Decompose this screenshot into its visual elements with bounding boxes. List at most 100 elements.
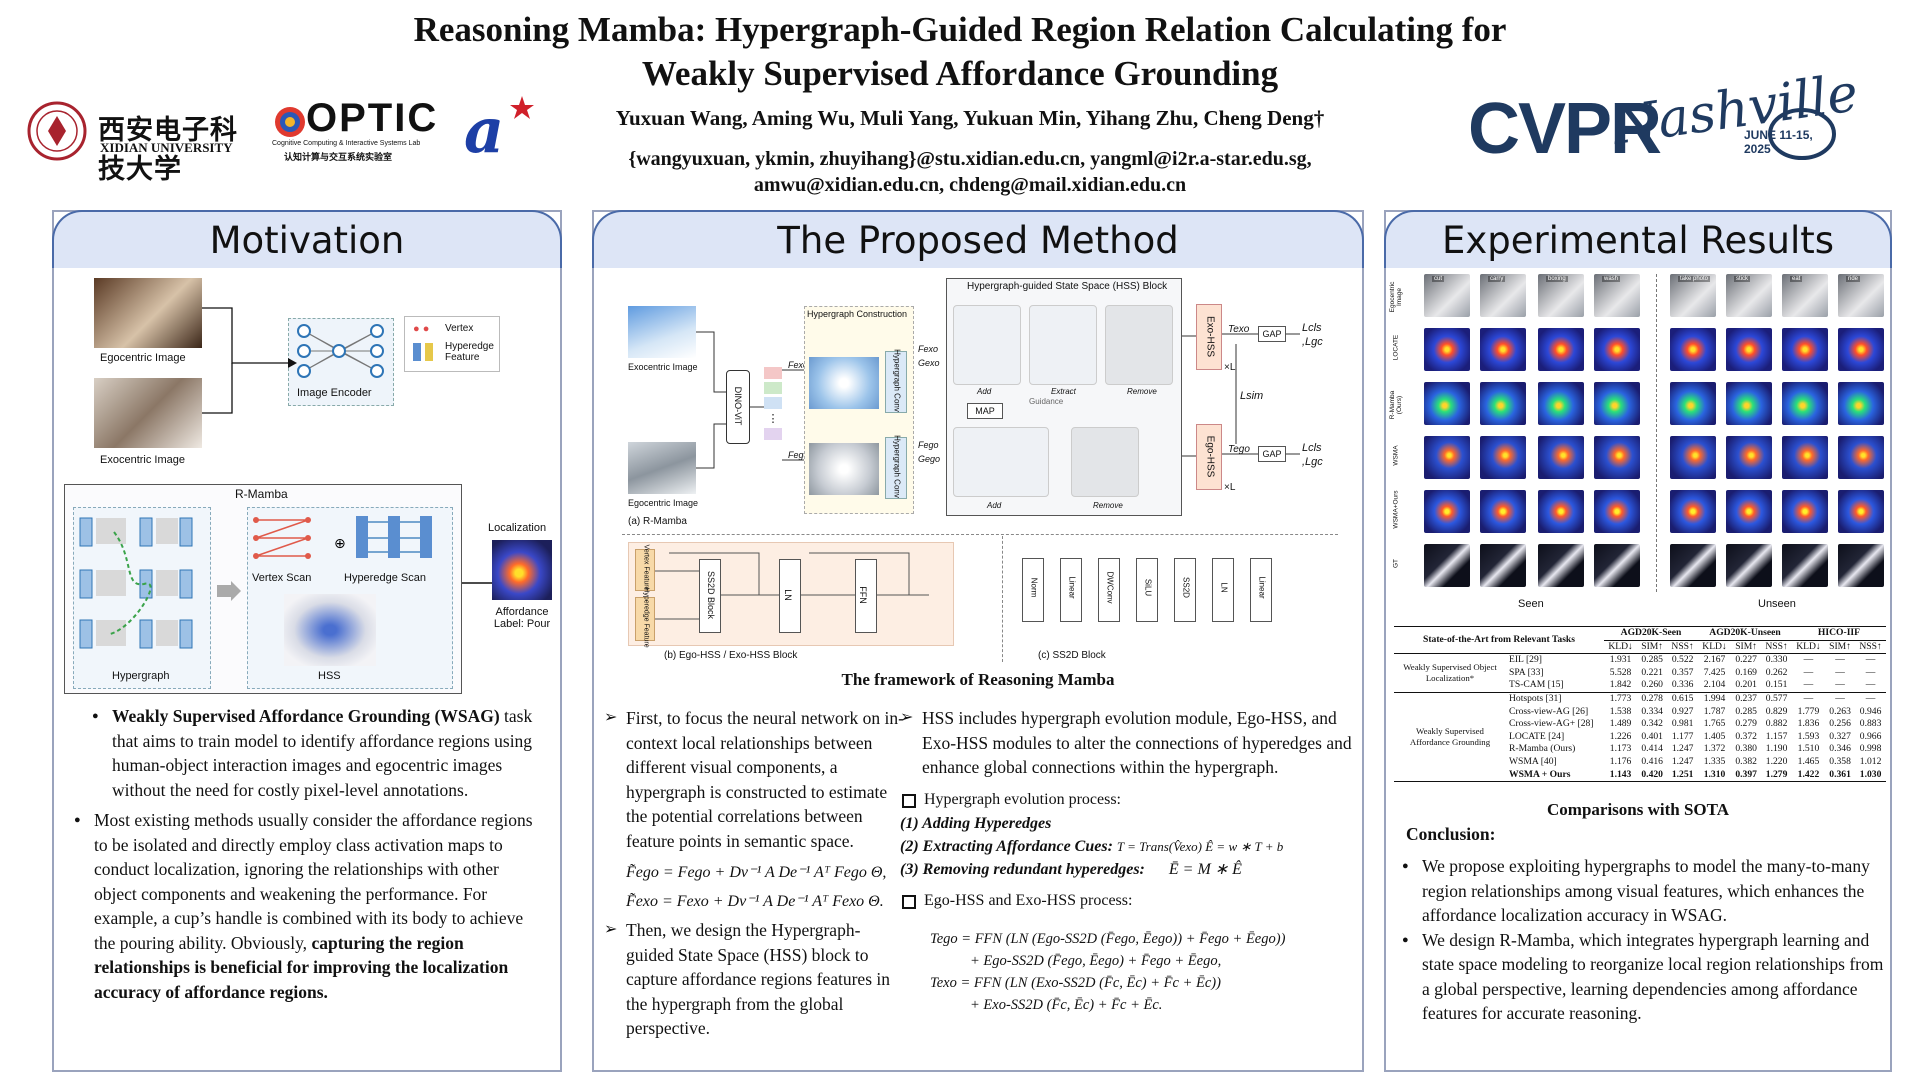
cvpr-logo: CVPR Nashville JUNE 11-15, 2025 bbox=[1462, 63, 1862, 180]
ss2d-chain-1: Linear bbox=[1060, 558, 1082, 622]
table-cell: 0.262 bbox=[1765, 666, 1788, 678]
wsag-definition-rest: task that aims to train model to identif… bbox=[112, 706, 533, 800]
method-left-p2: Then, we design the Hypergraph-guided St… bbox=[604, 918, 904, 1041]
table-cell: — bbox=[1835, 679, 1845, 691]
metric-header: KLD↓ bbox=[1796, 640, 1821, 652]
encoder-connectors bbox=[202, 307, 297, 414]
heatmap-cell bbox=[1782, 274, 1828, 317]
figure-vertical-separator bbox=[1002, 536, 1003, 662]
table-cell: 0.522 bbox=[1667, 653, 1698, 667]
method-name: TS-CAM [15] bbox=[1509, 679, 1564, 691]
qual-row-label: WSMA+Ours bbox=[1392, 490, 1400, 529]
table-cell: 1.190 bbox=[1765, 743, 1788, 755]
heatmap-cell bbox=[1726, 436, 1772, 479]
motivation-bullet-1: Weakly Supervised Affordance Grounding (… bbox=[90, 704, 542, 802]
l-gc-bottom: ,Lgc bbox=[1302, 456, 1323, 468]
table-cell: 0.227 bbox=[1731, 653, 1762, 667]
heatmap-cell bbox=[1538, 544, 1584, 587]
framework-caption: The framework of Reasoning Mamba bbox=[841, 670, 1115, 689]
table-cell: 0.327 bbox=[1829, 730, 1851, 742]
table-cell: 0.615 bbox=[1667, 691, 1698, 706]
heatmap-cell bbox=[1424, 328, 1470, 371]
exo-ski-image bbox=[628, 306, 696, 358]
table-cell: 1.143 bbox=[1609, 768, 1632, 780]
g-ego-out: Gego bbox=[918, 454, 941, 464]
heatmap-cell bbox=[1480, 328, 1526, 371]
qual-row-label: GT bbox=[1392, 558, 1400, 569]
svg-text:⊕: ⊕ bbox=[334, 536, 346, 552]
conclusion-title: Conclusion: bbox=[1406, 824, 1496, 844]
table-cell: 0.285 bbox=[1735, 705, 1757, 717]
method-name: Hotspots [31] bbox=[1506, 691, 1605, 706]
table-cell: 1.310 bbox=[1703, 768, 1726, 780]
ego-image-label: Egocentric Image bbox=[100, 352, 186, 364]
table-cell: 0.372 bbox=[1735, 730, 1757, 742]
table-cell: 0.946 bbox=[1859, 705, 1882, 717]
step-2-equation: T = Trans(V̂exo) Ê = w ∗ T + b bbox=[1116, 839, 1284, 854]
guidance-label: Guidance bbox=[1029, 397, 1064, 406]
table-cell: — bbox=[1803, 679, 1814, 691]
heatmap-cell bbox=[1538, 274, 1584, 317]
l-sim-label: Lsim bbox=[1240, 390, 1264, 402]
scan-paths-icon: ⊕ bbox=[253, 516, 432, 559]
heatmap-cell bbox=[1424, 382, 1470, 425]
map-box: MAP bbox=[967, 403, 1003, 419]
framework-figure: Exocentric Image Egocentric Image (a) R-… bbox=[622, 274, 1338, 666]
hg-conv-bottom: Hypergraph Conv bbox=[885, 435, 907, 499]
remove-label-top: Remove bbox=[1127, 387, 1157, 396]
table-cell: — bbox=[1855, 653, 1886, 667]
ego-ski-image bbox=[628, 442, 696, 494]
table-cell: 0.278 bbox=[1637, 691, 1668, 706]
ego-ski-label: Egocentric Image bbox=[628, 498, 699, 508]
cvpr-date: JUNE 11-15, 2025 bbox=[1744, 128, 1813, 156]
ss2d-chain-6: Linear bbox=[1250, 558, 1272, 622]
hyperedge-bar-icon bbox=[413, 343, 421, 361]
table-cell: 1.220 bbox=[1765, 755, 1788, 767]
ss2d-chain-4: SS2D bbox=[1174, 558, 1196, 622]
f-ego-label: Fego bbox=[788, 450, 809, 460]
extract-graph bbox=[1029, 305, 1097, 385]
heatmap-cell bbox=[1538, 490, 1584, 533]
metric-header: NSS↑ bbox=[1859, 640, 1882, 652]
table-row: Weakly Supervised Object Localization*EI… bbox=[1394, 653, 1886, 693]
heatmap-cell bbox=[1838, 490, 1884, 533]
table-cell: 0.201 bbox=[1735, 679, 1757, 691]
optic-swirl-icon bbox=[275, 107, 305, 137]
table-cell: 1.335 bbox=[1703, 755, 1726, 767]
table-cell: 0.577 bbox=[1761, 691, 1792, 706]
metric-header: KLD↓ bbox=[1608, 640, 1633, 652]
table-cell: 0.260 bbox=[1641, 679, 1663, 691]
heatmap-cell bbox=[1726, 328, 1772, 371]
astar-a-icon: a bbox=[464, 94, 534, 167]
t-ego-label: Tego bbox=[1228, 444, 1250, 455]
table-cell: 0.966 bbox=[1859, 730, 1882, 742]
poster-title: Reasoning Mamba: Hypergraph-Guided Regio… bbox=[340, 8, 1580, 96]
table-cell: 1.226 bbox=[1609, 730, 1632, 742]
equation-t-exo: Texo = FFN (LN (Exo-SS2D (F̄c, Ēc) + F̄c… bbox=[930, 974, 1221, 991]
heatmap-cell bbox=[1538, 328, 1584, 371]
method-name: R-Mamba (Ours) bbox=[1509, 743, 1576, 755]
table-cell: 0.882 bbox=[1765, 718, 1788, 730]
table-cell: 1.994 bbox=[1698, 691, 1732, 706]
method-name: LOCATE [24] bbox=[1509, 730, 1565, 742]
table-cell: 1.372 bbox=[1703, 743, 1726, 755]
step-3-equation: Ē = M ∗ Ê bbox=[1168, 861, 1242, 878]
rmamba-box: R-Mamba Hypergraph ⊕ bbox=[64, 484, 462, 694]
ego-hss-block-diagram: Vertex Feature Hyperedge Feature SS2D Bl… bbox=[628, 542, 954, 648]
dataset-header: AGD20K-Unseen bbox=[1698, 626, 1792, 641]
table-cell: 0.416 bbox=[1641, 755, 1663, 767]
table-cell: 1.422 bbox=[1797, 768, 1820, 780]
heatmap-cell bbox=[1782, 436, 1828, 479]
heatmap-cell bbox=[1538, 382, 1584, 425]
heatmap-cell bbox=[1670, 490, 1716, 533]
cvpr-wordmark: CVPR bbox=[1468, 89, 1662, 169]
hss-label: HSS bbox=[318, 670, 341, 682]
heatmap-cell bbox=[1594, 274, 1640, 317]
motivation-text: Weakly Supervised Affordance Grounding (… bbox=[72, 704, 542, 1004]
times-l-top: ×L bbox=[1224, 362, 1236, 373]
step-2: (2) Extracting Affordance Cues: bbox=[900, 838, 1113, 855]
exo-hss-label: Exo-HSS bbox=[1204, 315, 1216, 358]
hss-block-title: Hypergraph-guided State Space (HSS) Bloc… bbox=[967, 281, 1168, 292]
